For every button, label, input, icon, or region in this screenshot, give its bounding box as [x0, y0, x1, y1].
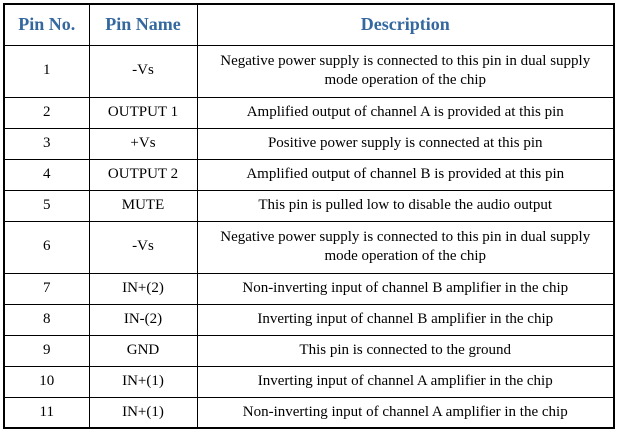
table-row: 10 IN+(1) Inverting input of channel A a…	[3, 365, 615, 398]
pin-number-cell: 2	[3, 96, 90, 129]
pin-name-cell: IN+(2)	[88, 272, 198, 305]
pin-name-cell: OUTPUT 1	[88, 96, 198, 129]
pin-number-cell: 8	[3, 303, 90, 336]
pin-number-cell: 6	[3, 220, 90, 274]
pin-name-cell: MUTE	[88, 189, 198, 222]
table-header-row: Pin No. Pin Name Description	[3, 3, 615, 46]
header-description: Description	[196, 3, 615, 46]
pin-name-cell: IN+(1)	[88, 365, 198, 398]
description-cell: Inverting input of channel A amplifier i…	[196, 365, 615, 398]
description-cell: Negative power supply is connected to th…	[196, 44, 615, 98]
pin-name-cell: IN+(1)	[88, 396, 198, 429]
pin-description-table: Pin No. Pin Name Description 1 -Vs Negat…	[3, 3, 615, 429]
pin-name-cell: -Vs	[88, 44, 198, 98]
description-cell: Negative power supply is connected to th…	[196, 220, 615, 274]
table-row: 3 +Vs Positive power supply is connected…	[3, 127, 615, 160]
description-cell: Inverting input of channel B amplifier i…	[196, 303, 615, 336]
pin-number-cell: 1	[3, 44, 90, 98]
table-row: 4 OUTPUT 2 Amplified output of channel B…	[3, 158, 615, 191]
header-pin-name: Pin Name	[88, 3, 198, 46]
table-row: 7 IN+(2) Non-inverting input of channel …	[3, 272, 615, 305]
table-row: 2 OUTPUT 1 Amplified output of channel A…	[3, 96, 615, 129]
pin-number-cell: 3	[3, 127, 90, 160]
header-pin-no: Pin No.	[3, 3, 90, 46]
pin-name-cell: OUTPUT 2	[88, 158, 198, 191]
description-cell: This pin is pulled low to disable the au…	[196, 189, 615, 222]
description-cell: Non-inverting input of channel B amplifi…	[196, 272, 615, 305]
pin-number-cell: 4	[3, 158, 90, 191]
pin-number-cell: 11	[3, 396, 90, 429]
pin-name-cell: +Vs	[88, 127, 198, 160]
pin-number-cell: 5	[3, 189, 90, 222]
description-cell: This pin is connected to the ground	[196, 334, 615, 367]
page: Pin No. Pin Name Description 1 -Vs Negat…	[0, 3, 617, 446]
table-row: 11 IN+(1) Non-inverting input of channel…	[3, 396, 615, 429]
table-row: 9 GND This pin is connected to the groun…	[3, 334, 615, 367]
table-row: 5 MUTE This pin is pulled low to disable…	[3, 189, 615, 222]
pin-name-cell: -Vs	[88, 220, 198, 274]
description-cell: Amplified output of channel B is provide…	[196, 158, 615, 191]
description-cell: Non-inverting input of channel A amplifi…	[196, 396, 615, 429]
pin-number-cell: 7	[3, 272, 90, 305]
description-cell: Amplified output of channel A is provide…	[196, 96, 615, 129]
table-row: 1 -Vs Negative power supply is connected…	[3, 44, 615, 98]
pin-number-cell: 10	[3, 365, 90, 398]
table-row: 6 -Vs Negative power supply is connected…	[3, 220, 615, 274]
pin-name-cell: IN-(2)	[88, 303, 198, 336]
description-cell: Positive power supply is connected at th…	[196, 127, 615, 160]
table-row: 8 IN-(2) Inverting input of channel B am…	[3, 303, 615, 336]
pin-number-cell: 9	[3, 334, 90, 367]
pin-name-cell: GND	[88, 334, 198, 367]
